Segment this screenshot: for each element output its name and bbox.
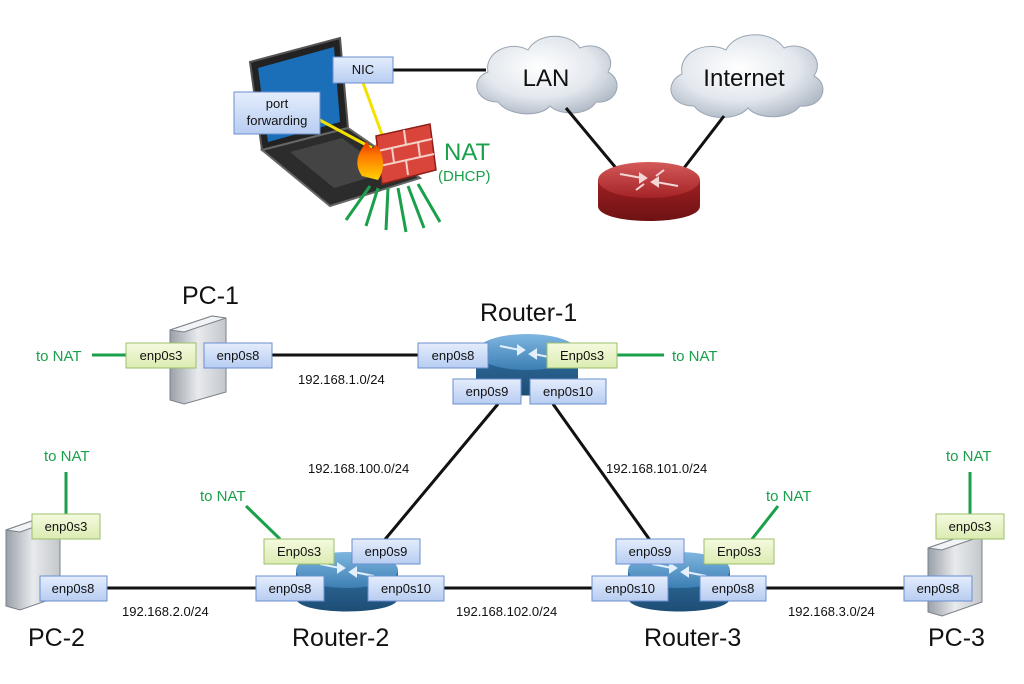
lan-label: LAN [523, 65, 570, 92]
r2-enp0s10-box [367, 575, 445, 602]
pc3-enp0s8-box [903, 575, 973, 602]
dhcp-label: (DHCP) [438, 168, 491, 185]
net-192-168-2-label: 192.168.2.0/24 [122, 604, 209, 619]
r1-enp0s3-label: Enp0s3 [560, 348, 604, 363]
pc2-label: PC-2 [28, 624, 85, 652]
r1-to-nat-label: to NAT [672, 348, 718, 365]
nic-box [332, 56, 394, 84]
edge-router-icon [598, 162, 700, 221]
pc3-label: PC-3 [928, 624, 985, 652]
r2-enp0s8-label: enp0s8 [269, 581, 312, 596]
net-192-168-101-label: 192.168.101.0/24 [606, 461, 707, 476]
r2-enp0s9-label: enp0s9 [365, 544, 408, 559]
pc2-to-nat-label: to NAT [44, 448, 90, 465]
r3-enp0s8-box [699, 575, 767, 602]
pc3-enp0s3-label: enp0s3 [949, 519, 992, 534]
r1-enp0s3-box [546, 342, 618, 369]
pc3-enp0s3-box [935, 513, 1005, 540]
router2-label: Router-2 [292, 624, 389, 652]
r1-enp0s8-box [417, 342, 489, 369]
r1-enp0s10-box [529, 378, 607, 405]
firewall-icon [375, 123, 437, 185]
pc1-to-nat-label: to NAT [36, 348, 82, 365]
pc3-tower-icon [927, 533, 983, 617]
r1-enp0s10-label: enp0s10 [543, 384, 593, 399]
port-forwarding-box [233, 91, 321, 135]
pc3-enp0s8-label: enp0s8 [917, 581, 960, 596]
net-192-168-100-label: 192.168.100.0/24 [308, 461, 409, 476]
port-forwarding-label-line2: forwarding [247, 113, 308, 128]
r1-enp0s9-label: enp0s9 [466, 384, 509, 399]
r3-enp0s9-box [615, 538, 685, 565]
flame-icon [357, 140, 384, 180]
nic-wire [360, 79, 386, 141]
pc1-label: PC-1 [182, 282, 239, 310]
lan-cloud-icon [476, 35, 618, 115]
r2-nat-line [244, 504, 282, 541]
r3-enp0s10-box [591, 575, 669, 602]
pc3-to-nat-label: to NAT [946, 448, 992, 465]
lan-router-link [564, 107, 618, 169]
pc2-enp0s8-label: enp0s8 [52, 581, 95, 596]
nic-label: NIC [352, 62, 374, 77]
nat-rays-icon [344, 183, 442, 233]
r2-enp0s10-label: enp0s10 [381, 581, 431, 596]
r2-to-nat-label: to NAT [200, 488, 246, 505]
r2-enp0s3-box [263, 538, 335, 565]
r3-enp0s9-label: enp0s9 [629, 544, 672, 559]
r3-enp0s3-box [703, 538, 775, 565]
net-192-168-102-label: 192.168.102.0/24 [456, 604, 557, 619]
r3-to-nat-label: to NAT [766, 488, 812, 505]
r3-enp0s8-label: enp0s8 [712, 581, 755, 596]
r3-enp0s10-label: enp0s10 [605, 581, 655, 596]
pc2-enp0s3-box [31, 513, 101, 540]
link-router1-router2 [380, 403, 500, 544]
pc1-tower-icon [169, 315, 227, 405]
internet-cloud-icon [670, 34, 824, 119]
pc1-enp0s3-box [125, 342, 197, 369]
pc1-enp0s3-label: enp0s3 [140, 348, 183, 363]
r2-enp0s3-label: Enp0s3 [277, 544, 321, 559]
r2-enp0s8-box [255, 575, 325, 602]
port-forwarding-label-line1: port [266, 96, 289, 111]
r1-enp0s8-label: enp0s8 [432, 348, 475, 363]
pc2-enp0s3-label: enp0s3 [45, 519, 88, 534]
pc1-enp0s8-label: enp0s8 [217, 348, 260, 363]
r1-enp0s9-box [452, 378, 522, 405]
port-forwarding-wire [315, 116, 373, 150]
link-router1-router3 [551, 403, 654, 544]
internet-router-link [682, 115, 726, 169]
nat-label: NAT [444, 139, 491, 166]
net-192-168-1-label: 192.168.1.0/24 [298, 372, 385, 387]
r3-enp0s3-label: Enp0s3 [717, 544, 761, 559]
pc2-enp0s8-box [39, 575, 108, 602]
pc1-enp0s8-box [203, 342, 273, 369]
internet-label: Internet [703, 65, 785, 92]
router3-label: Router-3 [644, 624, 741, 652]
r2-enp0s9-box [351, 538, 421, 565]
r3-nat-line [750, 505, 780, 540]
net-192-168-3-label: 192.168.3.0/24 [788, 604, 875, 619]
router1-label: Router-1 [480, 299, 577, 327]
